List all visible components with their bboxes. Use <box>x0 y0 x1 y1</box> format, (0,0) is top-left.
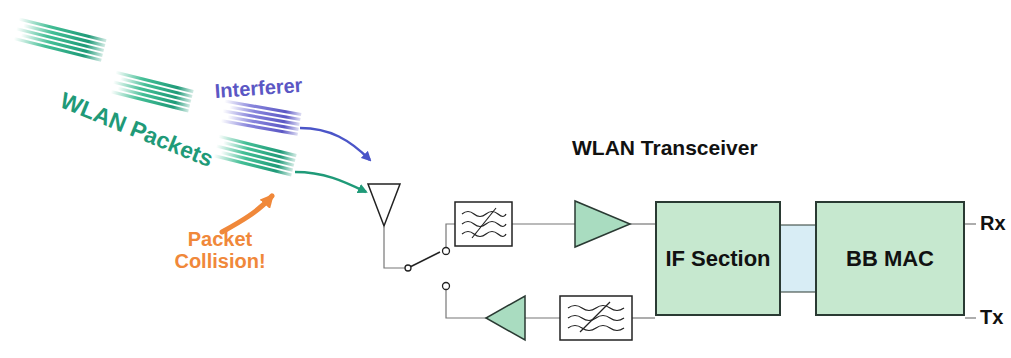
switch-contact <box>443 283 450 290</box>
packets-label: WLAN Packets <box>57 88 217 172</box>
box-label: BB MAC <box>846 246 934 271</box>
packet-streak <box>14 17 107 61</box>
collision-arrow <box>222 196 272 232</box>
switch-pivot <box>405 265 411 271</box>
diagram-title: WLAN Transceiver <box>572 136 758 159</box>
packet-streak <box>221 99 302 135</box>
port-label: Tx <box>980 306 1003 328</box>
packet-arrow <box>295 172 366 192</box>
amplifier-symbol <box>486 296 525 340</box>
collision-label: Packet Collision! <box>165 228 275 272</box>
process-box: BB MAC <box>815 201 965 316</box>
filter-symbol <box>455 202 512 246</box>
interferer-label: Interferer <box>214 74 303 102</box>
bus-connector <box>781 225 815 292</box>
filter-symbol <box>560 296 632 340</box>
packet-streak <box>213 135 296 177</box>
switch-contact <box>443 248 450 255</box>
process-box: IF Section <box>655 201 781 316</box>
antenna-symbol <box>368 184 400 226</box>
interferer-arrow <box>300 128 370 160</box>
port-label: Rx <box>980 212 1006 234</box>
amplifier-symbol <box>575 201 630 247</box>
box-label: IF Section <box>665 246 770 271</box>
packet-streak <box>110 71 193 113</box>
